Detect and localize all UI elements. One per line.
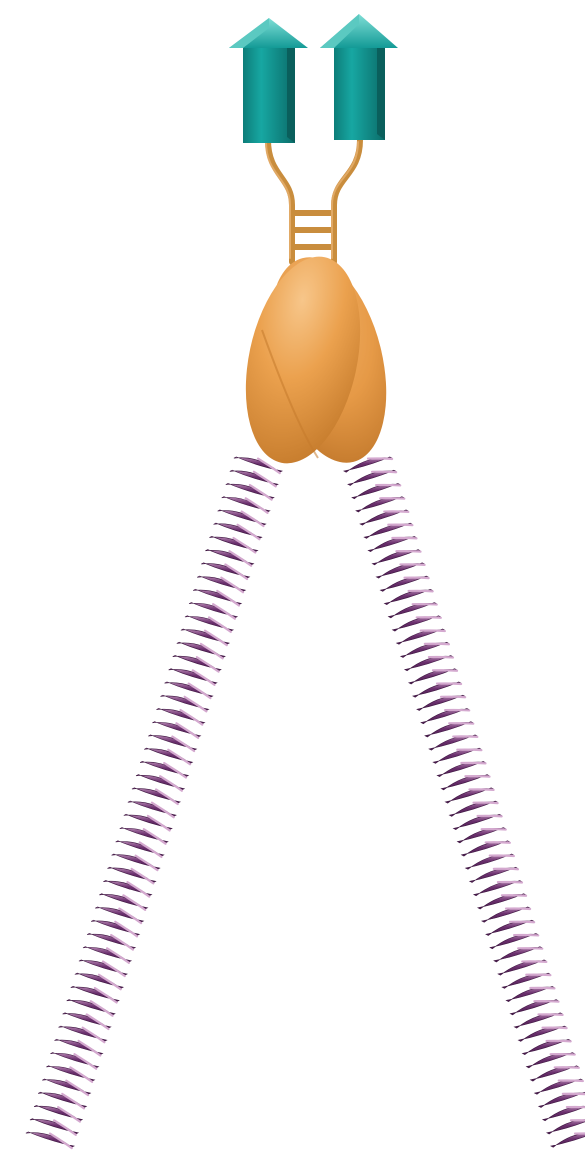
globular-head <box>228 245 405 475</box>
right-coil-segment-highlight <box>502 895 526 896</box>
right-coil-segment-highlight <box>514 935 538 936</box>
right-coil-segment-highlight <box>449 723 473 724</box>
right-coil-segment-highlight <box>575 1133 585 1134</box>
linker <box>268 140 360 262</box>
linker-left-strand <box>268 140 292 262</box>
right-coil-segment-highlight <box>421 631 445 632</box>
right-coil-segment-highlight <box>417 617 441 618</box>
right-coil-segment-highlight <box>368 458 392 459</box>
right-coil-segment-highlight <box>482 829 506 830</box>
right-coil-segment-highlight <box>490 856 514 857</box>
right-coil-segment-highlight <box>469 789 493 790</box>
right-coil-segment-highlight <box>522 961 546 962</box>
right-coil-segment-highlight <box>461 763 485 764</box>
right-coil-segment-highlight <box>478 816 502 817</box>
right-coil-segment-highlight <box>486 842 510 843</box>
right-coil-segment-highlight <box>543 1028 567 1029</box>
right-coil-segment-highlight <box>376 485 400 486</box>
right-coil-segment-highlight <box>498 882 522 883</box>
right-coiled-coil <box>344 457 585 1147</box>
right-coil-segment-highlight <box>445 710 469 711</box>
right-coil-segment-highlight <box>518 948 542 949</box>
right-coil-segment-highlight <box>429 657 453 658</box>
right-coil-segment-highlight <box>433 670 457 671</box>
right-coil-segment-highlight <box>555 1067 579 1068</box>
right-coil-segment-highlight <box>510 922 534 923</box>
right-coil-segment-highlight <box>474 803 498 804</box>
beta-strand-arrow-icon <box>229 18 308 143</box>
right-coil-segment-highlight <box>380 498 404 499</box>
right-coil-segment-highlight <box>409 591 433 592</box>
right-coil-segment-highlight <box>372 472 396 473</box>
right-coil-segment-highlight <box>551 1054 575 1055</box>
right-coil-segment-highlight <box>405 578 429 579</box>
right-coil-segment-highlight <box>388 525 412 526</box>
right-coil-segment-highlight <box>400 564 424 565</box>
right-coil-segment-highlight <box>457 750 481 751</box>
right-coil-segment-highlight <box>425 644 449 645</box>
right-coil-segment-highlight <box>494 869 518 870</box>
right-coil-segment-highlight <box>396 551 420 552</box>
right-coil-segment-highlight <box>567 1107 585 1108</box>
right-coil-segment-highlight <box>534 1001 558 1002</box>
right-coil-segment-highlight <box>384 511 408 512</box>
left-coiled-coil <box>26 457 282 1148</box>
right-coil-segment-highlight <box>453 736 477 737</box>
right-coil-segment-highlight <box>530 988 554 989</box>
right-coil-segment-highlight <box>526 975 550 976</box>
linker-highlight <box>266 142 358 258</box>
right-coil-segment-highlight <box>437 683 461 684</box>
beta-strand-arrow-icon <box>320 14 398 140</box>
right-coil-segment-highlight <box>563 1094 585 1095</box>
right-coil-segment-highlight <box>559 1081 583 1082</box>
right-coil-segment-highlight <box>571 1120 585 1121</box>
right-coil-segment-highlight <box>538 1014 562 1015</box>
right-coil-segment-highlight <box>547 1041 571 1042</box>
right-coil-segment-highlight <box>465 776 489 777</box>
right-coil-segment-highlight <box>506 908 530 909</box>
right-coil-segment-highlight <box>413 604 437 605</box>
right-coil-segment-highlight <box>441 697 465 698</box>
right-coil-segment-highlight <box>392 538 416 539</box>
